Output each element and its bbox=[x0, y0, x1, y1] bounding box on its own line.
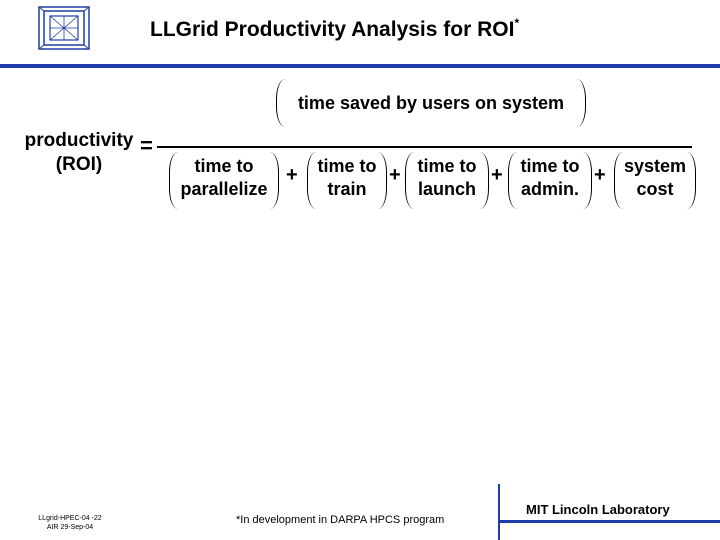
plus-sign: + bbox=[594, 164, 606, 186]
term-line2: admin. bbox=[520, 179, 579, 199]
lincoln-lab-logo bbox=[38, 6, 90, 50]
term-launch: time to launch bbox=[405, 152, 489, 209]
slide-id-line1: LLgrid-HPEC-04 -22 bbox=[38, 515, 102, 522]
slide-id-line2: AIR 29-Sep-04 bbox=[46, 524, 94, 531]
term-line2: train bbox=[327, 179, 367, 199]
productivity-line1: productivity bbox=[24, 130, 134, 151]
numerator: time saved by users on system bbox=[276, 79, 586, 127]
productivity-line2: (ROI) bbox=[55, 154, 103, 175]
footnote: *In development in DARPA HPCS program bbox=[236, 514, 445, 526]
term-line1: system bbox=[623, 156, 687, 176]
term-line1: time to bbox=[194, 156, 254, 176]
term-line2: cost bbox=[636, 179, 674, 199]
plus-sign: + bbox=[491, 164, 503, 186]
term-parallelize: time to parallelize bbox=[169, 152, 279, 209]
plus-sign: + bbox=[389, 164, 401, 186]
footer-divider-horizontal bbox=[498, 520, 720, 523]
slide-id: LLgrid-HPEC-04 -22 AIR 29-Sep-04 bbox=[30, 514, 110, 532]
term-line1: time to bbox=[417, 156, 477, 176]
slide-title: LLGrid Productivity Analysis for ROI* bbox=[150, 16, 520, 41]
equals-sign: = bbox=[140, 133, 153, 158]
title-footnote-marker: * bbox=[514, 16, 520, 30]
organization-name: MIT Lincoln Laboratory bbox=[526, 502, 670, 517]
term-system-cost: system cost bbox=[614, 152, 696, 209]
fraction-bar bbox=[157, 146, 692, 148]
plus-sign: + bbox=[286, 164, 298, 186]
numerator-text: time saved by users on system bbox=[297, 93, 565, 113]
footer-divider-vertical bbox=[498, 484, 500, 540]
term-admin: time to admin. bbox=[508, 152, 592, 209]
title-rule bbox=[0, 64, 720, 68]
term-line2: launch bbox=[417, 179, 476, 199]
productivity-label: productivity (ROI) bbox=[18, 129, 140, 177]
term-line2: parallelize bbox=[180, 179, 268, 199]
term-line1: time to bbox=[317, 156, 377, 176]
term-train: time to train bbox=[307, 152, 387, 209]
term-line1: time to bbox=[520, 156, 580, 176]
